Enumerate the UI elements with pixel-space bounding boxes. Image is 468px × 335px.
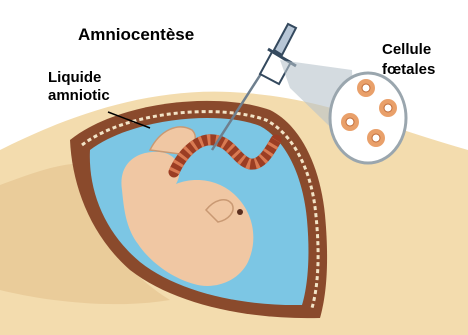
fetus-eye bbox=[237, 209, 243, 215]
fetal-cells-magnified bbox=[330, 73, 406, 163]
cell bbox=[367, 129, 385, 147]
label-fetal-cells: Cellule fœtales bbox=[382, 41, 435, 78]
cell bbox=[379, 99, 397, 117]
label-amniotic-fluid-line2: amniotic bbox=[48, 87, 110, 104]
label-amniotic-fluid: Liquide amniotic bbox=[48, 69, 110, 104]
label-amniotic-fluid-line1: Liquide bbox=[48, 69, 101, 86]
diagram-title: Amniocentèse bbox=[78, 25, 194, 44]
cell bbox=[341, 113, 359, 131]
cell bbox=[357, 79, 375, 97]
syringe-plunger bbox=[274, 24, 296, 55]
label-fetal-cells-line1: Cellule bbox=[382, 41, 431, 58]
label-fetal-cells-line2: fœtales bbox=[382, 61, 435, 78]
